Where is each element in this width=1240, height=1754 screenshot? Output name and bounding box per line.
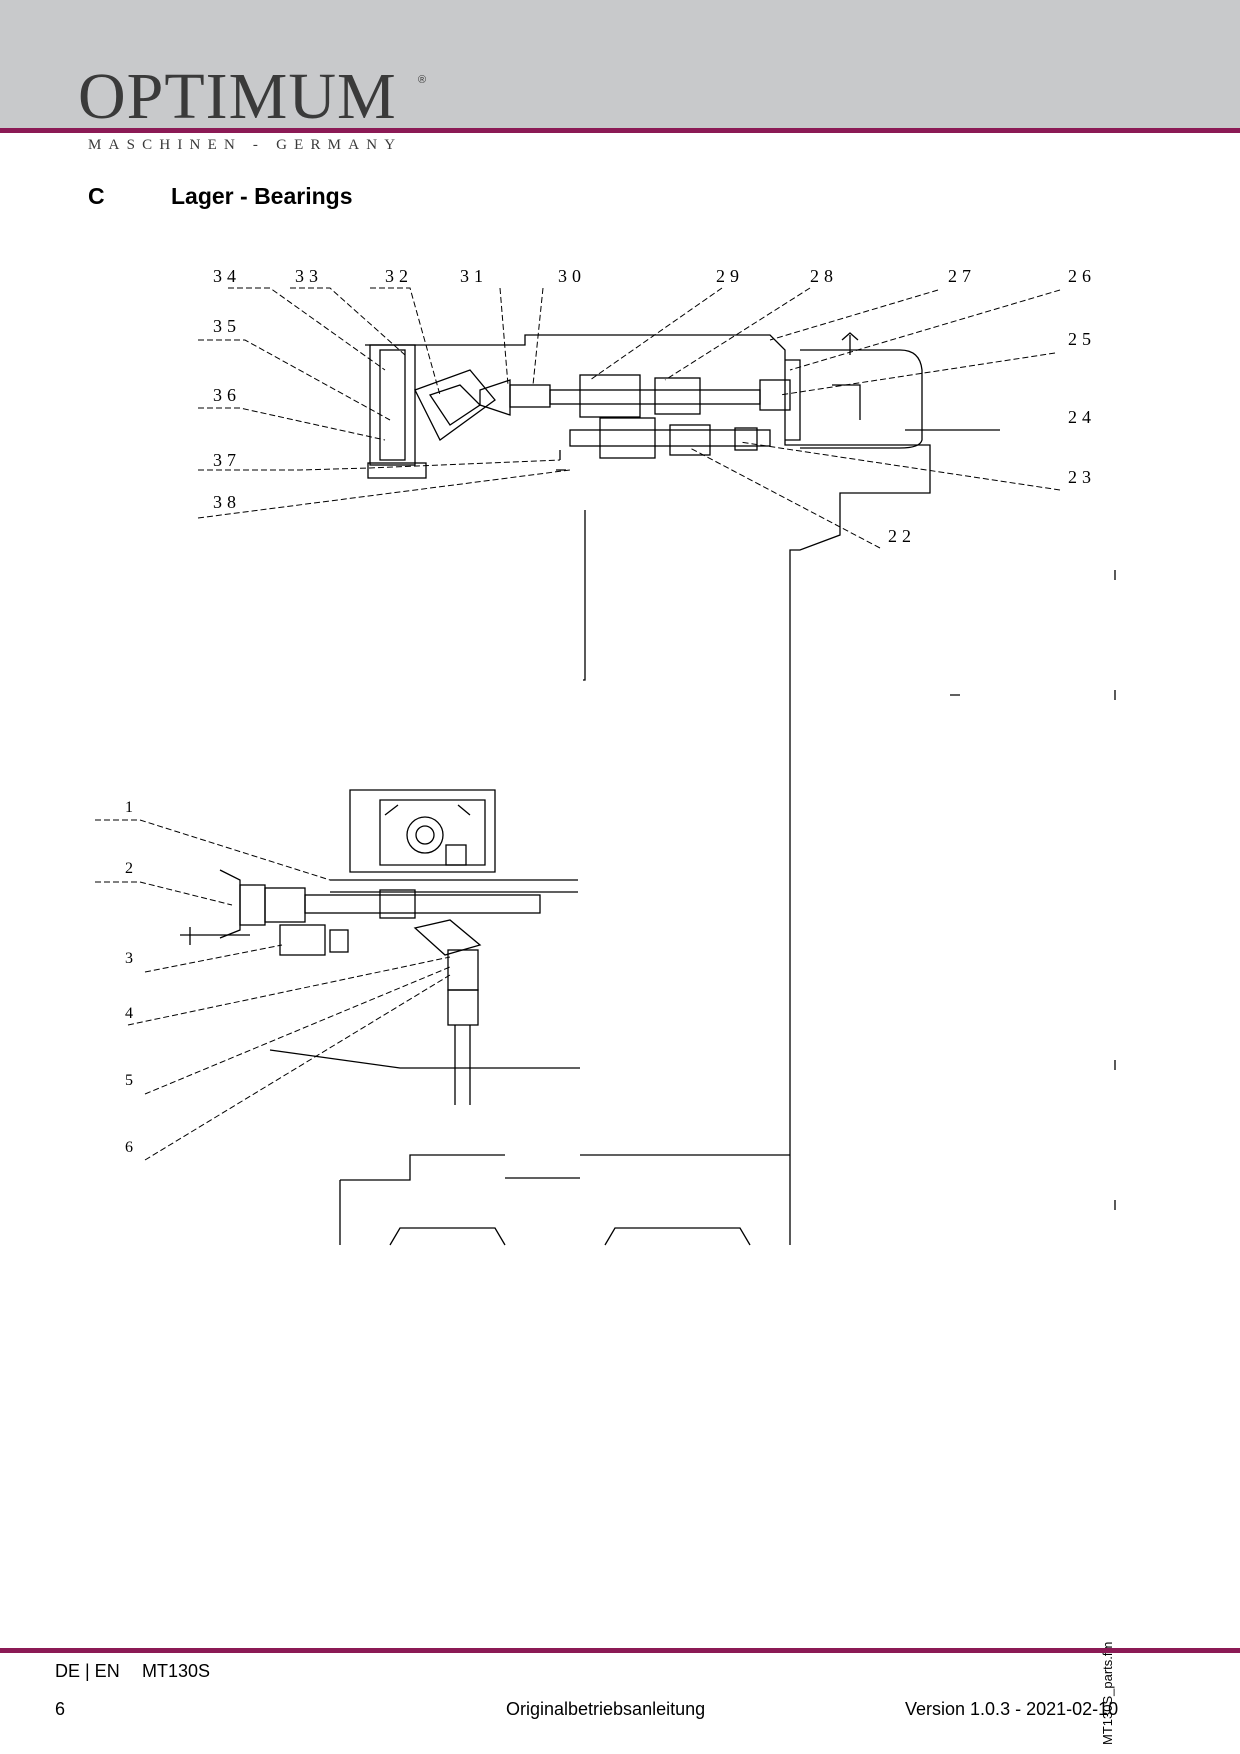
callout-23: 23 xyxy=(1068,467,1096,487)
footer-version: Version 1.0.3 - 2021-02-10 xyxy=(905,1699,1119,1719)
brand-logo: OPTIMUM xyxy=(78,60,397,133)
callout-28: 28 xyxy=(810,266,838,286)
footer-languages: DE | EN xyxy=(55,1661,120,1681)
callout-2: 2 xyxy=(125,860,133,877)
callout-5: 5 xyxy=(125,1072,133,1089)
footer-page-number: 6 xyxy=(55,1699,66,1719)
footer-document-type: Originalbetriebsanleitung xyxy=(506,1699,706,1719)
callout-27: 27 xyxy=(948,266,976,286)
registered-mark: ® xyxy=(418,74,427,86)
callout-1: 1 xyxy=(125,799,133,816)
header-rule xyxy=(0,128,1240,133)
callout-26: 26 xyxy=(1068,266,1096,286)
section-letter: C xyxy=(88,183,105,209)
callout-33: 33 xyxy=(295,266,323,286)
header-band xyxy=(0,0,1240,130)
callout-36: 36 xyxy=(213,385,241,405)
section-title: Lager - Bearings xyxy=(171,183,353,209)
callout-29: 29 xyxy=(716,266,744,286)
callout-24: 24 xyxy=(1068,407,1096,427)
footer-rule xyxy=(0,1648,1240,1653)
callout-30: 30 xyxy=(558,266,586,286)
brand-tagline: MASCHINEN - GERMANY xyxy=(88,137,403,153)
callout-4: 4 xyxy=(125,1005,133,1022)
callout-37: 37 xyxy=(213,450,241,470)
callout-25: 25 xyxy=(1068,329,1096,349)
bearings-exploded-drawing: 34 33 32 31 30 29 28 27 26 25 24 23 22 3… xyxy=(95,266,1116,1246)
callout-22: 22 xyxy=(888,526,916,546)
callout-31: 31 xyxy=(460,266,488,286)
callout-6: 6 xyxy=(125,1139,133,1156)
side-file-name: MT130S_parts.fm xyxy=(1100,1641,1115,1745)
callout-35: 35 xyxy=(213,316,241,336)
callout-3: 3 xyxy=(125,950,133,967)
footer-model: MT130S xyxy=(142,1661,211,1681)
callout-34: 34 xyxy=(213,266,241,286)
callout-32: 32 xyxy=(385,266,413,286)
callout-38: 38 xyxy=(213,492,241,512)
